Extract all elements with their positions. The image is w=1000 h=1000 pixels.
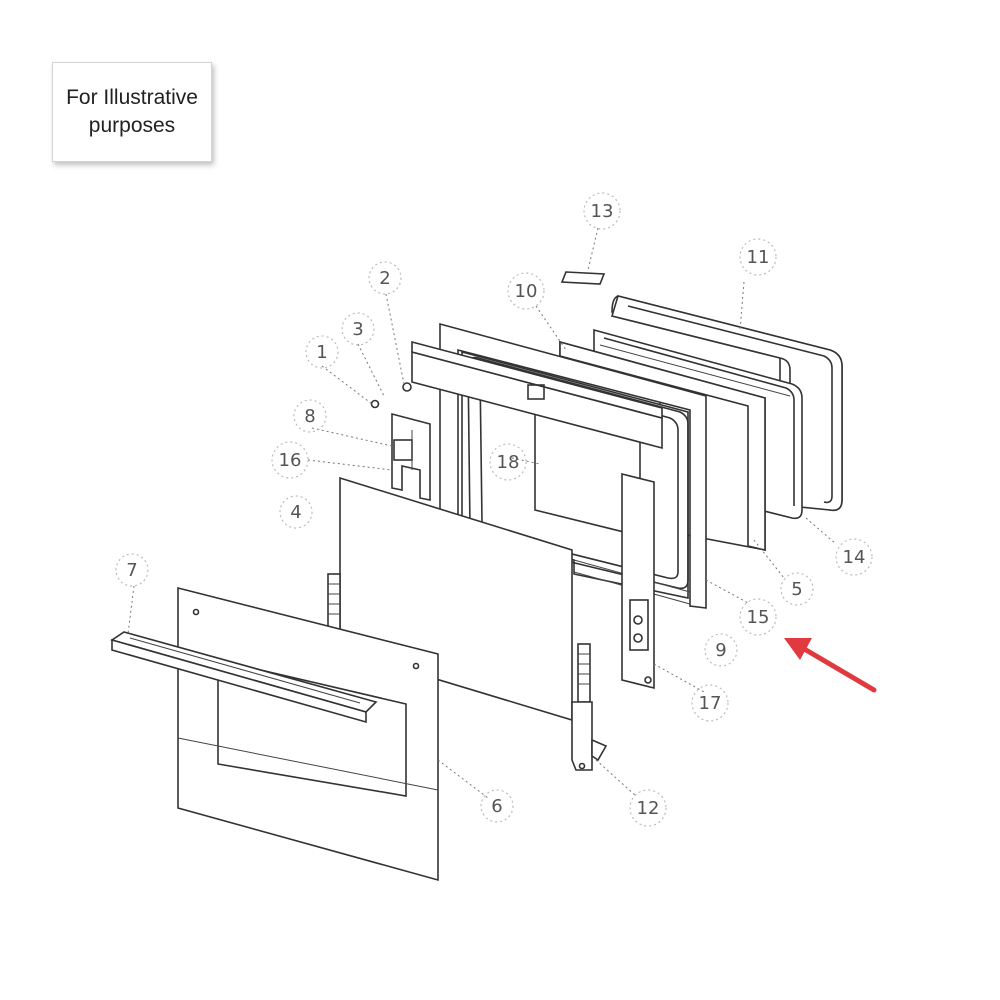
callout-label-16: 16 bbox=[279, 450, 302, 471]
callout-5: 5 bbox=[780, 572, 814, 606]
illustrative-note: For Illustrative purposes bbox=[52, 62, 212, 162]
callout-4: 4 bbox=[279, 495, 313, 529]
callout-label-11: 11 bbox=[747, 247, 770, 268]
part-7-handle bbox=[110, 631, 378, 724]
leader-lines bbox=[127, 227, 837, 799]
callout-15: 15 bbox=[739, 598, 777, 636]
callout-label-14: 14 bbox=[843, 547, 866, 568]
callout-label-17: 17 bbox=[699, 693, 722, 714]
callout-label-18: 18 bbox=[497, 452, 520, 473]
callout-label-6: 6 bbox=[491, 796, 502, 817]
callout-18: 18 bbox=[489, 443, 527, 481]
part-2-top-channel bbox=[370, 340, 663, 450]
callout-3: 3 bbox=[341, 312, 375, 346]
callout-label-13: 13 bbox=[591, 201, 614, 222]
red-arrow-icon bbox=[784, 638, 877, 693]
part-17-right-hinge-bracket bbox=[621, 472, 655, 690]
callout-7: 7 bbox=[115, 553, 149, 587]
part-hinge-spring-left bbox=[327, 573, 341, 631]
callout-16: 16 bbox=[271, 441, 309, 479]
callout-label-5: 5 bbox=[791, 579, 802, 600]
callout-label-9: 9 bbox=[715, 640, 726, 661]
callout-1: 1 bbox=[305, 335, 339, 369]
callout-label-15: 15 bbox=[747, 607, 770, 628]
part-12-hinge bbox=[571, 643, 608, 771]
callout-label-7: 7 bbox=[126, 560, 137, 581]
callout-12: 12 bbox=[629, 789, 667, 827]
callout-10: 10 bbox=[507, 272, 545, 310]
callout-9: 9 bbox=[704, 633, 738, 667]
callout-8: 8 bbox=[293, 399, 327, 433]
callout-label-8: 8 bbox=[304, 406, 315, 427]
part-6-outer-door bbox=[177, 586, 439, 882]
note-line-2: purposes bbox=[88, 114, 176, 137]
callout-label-12: 12 bbox=[637, 798, 660, 819]
callout-14: 14 bbox=[835, 538, 873, 576]
callout-2: 2 bbox=[368, 261, 402, 295]
callout-17: 17 bbox=[691, 684, 729, 722]
part-8-left-bracket bbox=[391, 412, 431, 501]
note-line-1: For Illustrative bbox=[66, 86, 198, 109]
callout-label-10: 10 bbox=[515, 281, 538, 302]
callout-label-4: 4 bbox=[290, 502, 301, 523]
callout-label-1: 1 bbox=[316, 342, 327, 363]
callout-11: 11 bbox=[739, 238, 777, 276]
callout-13: 13 bbox=[583, 192, 621, 230]
callout-label-3: 3 bbox=[352, 319, 363, 340]
callout-6: 6 bbox=[480, 789, 514, 823]
callout-label-2: 2 bbox=[379, 268, 390, 289]
part-13-clip bbox=[560, 271, 606, 285]
